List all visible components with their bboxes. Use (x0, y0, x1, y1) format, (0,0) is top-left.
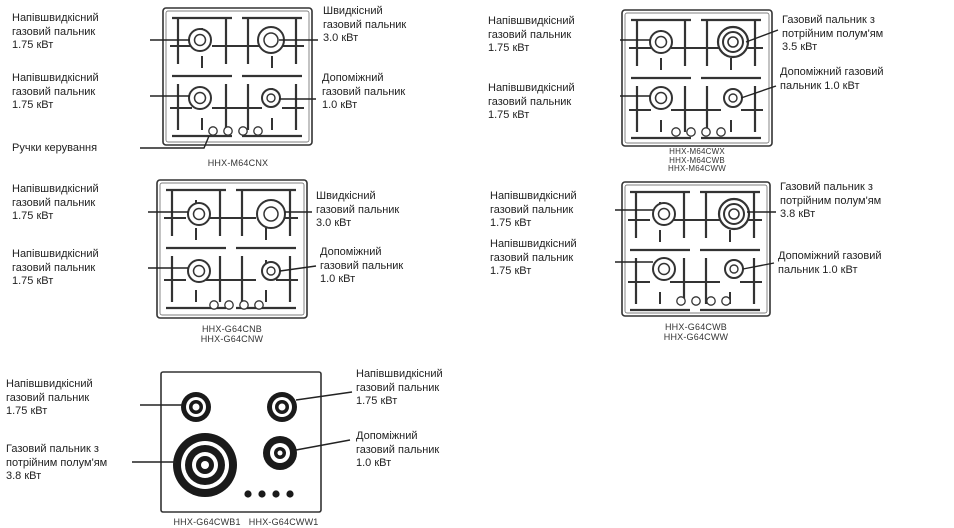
hob-5-burner-bl (173, 433, 237, 497)
hob-4-label-bottom-right: Допоміжний газовий пальник 1.0 кВт (778, 250, 882, 276)
hob-1-burner-br (261, 88, 281, 108)
hob-3-label-bottom-right: Допоміжний газовий пальник 1.0 кВт (320, 246, 404, 285)
hob-3 (148, 179, 317, 319)
hob-2-label-top-right: Газовий пальник з потрійним полум'ям 3.5… (782, 14, 884, 53)
hob-5-label-bottom-right: Допоміжний газовий пальник 1.0 кВт (356, 430, 440, 469)
hob-5-label-top-right: Напівшвидкісний газовий пальник 1.75 кВт (356, 368, 443, 407)
hob-5-burner-br (263, 436, 297, 470)
hob-2-label-bottom-left: Напівшвидкісний газовий пальник 1.75 кВт (488, 82, 575, 121)
hob-4-model: HHX-G64CWB HHX-G64CWW (663, 322, 729, 342)
hob-4 (615, 181, 776, 317)
hob-1-label-controls: Ручки керування (12, 142, 98, 154)
hob-3-label-bottom-left: Напівшвидкісний газовий пальник 1.75 кВт (12, 248, 99, 287)
hob-2-model: HHX-M64CWX HHX-M64CWB HHX-M64CWW (668, 147, 726, 173)
hob-5-burner-tr (267, 392, 297, 422)
hob-1-label-bottom-right: Допоміжний газовий пальник 1.0 кВт (322, 72, 406, 111)
hob-1-label-bottom-left: Напівшвидкісний газовий пальник 1.75 кВт (12, 72, 99, 111)
hob-1-burner-bl (188, 86, 212, 110)
hob-3-label-top-right: Швидкісний газовий пальник 3.0 кВт (316, 190, 400, 229)
hob-4-label-top-right: Газовий пальник з потрійним полум'ям 3.8… (780, 181, 882, 220)
hob-4-label-top-left: Напівшвидкісний газовий пальник 1.75 кВт (490, 190, 577, 229)
hob-3-model: HHX-G64CNB HHX-G64CNW (200, 324, 264, 344)
hob-5-label-top-left: Напівшвидкісний газовий пальник 1.75 кВт (6, 378, 93, 417)
hob-3-label-top-left: Напівшвидкісний газовий пальник 1.75 кВт (12, 183, 99, 222)
hob-1-label-top-left: Напівшвидкісний газовий пальник 1.75 кВт (12, 12, 99, 51)
hob-5-model: HHX-G64CWB1 HHX-G64CWW1 (173, 517, 319, 527)
hob-5-burner-tl (181, 392, 211, 422)
hob-1-model: HHX-M64CNX (207, 158, 269, 168)
hob-1 (140, 7, 318, 149)
hob-4-label-bottom-left: Напівшвидкісний газовий пальник 1.75 кВт (490, 238, 577, 277)
hob-1-knobs (208, 126, 263, 136)
hob-1-label-top-right: Швидкісний газовий пальник 3.0 кВт (323, 5, 407, 44)
hob-5 (132, 371, 353, 513)
hob-2-label-top-left: Напівшвидкісний газовий пальник 1.75 кВт (488, 15, 575, 54)
hob-5-knobs (244, 490, 294, 498)
hob-2 (620, 9, 779, 147)
hob-2-label-bottom-right: Допоміжний газовий пальник 1.0 кВт (780, 66, 884, 92)
hob-5-label-bottom-left: Газовий пальник з потрійним полум'ям 3.8… (6, 443, 108, 482)
hob-1-burner-tl (188, 28, 212, 52)
